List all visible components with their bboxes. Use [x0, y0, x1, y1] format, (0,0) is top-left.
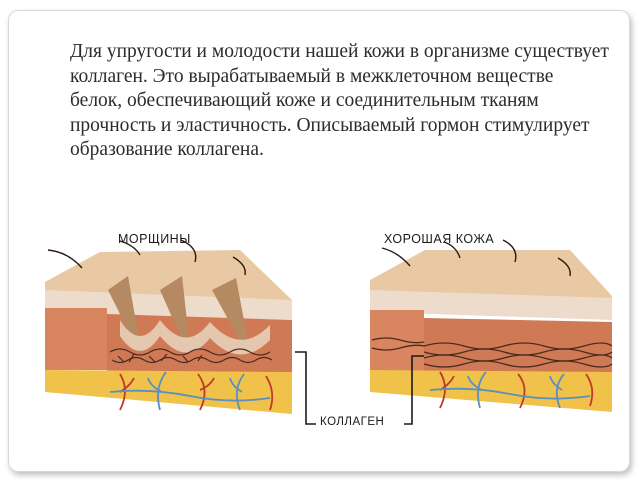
wrinkle-fold-1 [108, 276, 140, 346]
wrinkled-collagen-fibers [109, 348, 273, 364]
good-vessels [429, 371, 594, 409]
label-good-skin: ХОРОШАЯ КОЖА [384, 232, 495, 246]
skin-block-good [370, 239, 613, 412]
slide-body-text: Для упругости и молодости нашей кожи в о… [70, 41, 609, 160]
wrinkle-valley-shade [120, 320, 270, 355]
good-dermis-front [424, 318, 612, 372]
collagen-callout-line-right [404, 355, 424, 425]
good-hairs [381, 239, 571, 277]
wrinkle-fold-3 [212, 278, 250, 352]
label-wrinkles: МОРЩИНЫ [118, 232, 191, 246]
good-granular-layer [370, 290, 612, 320]
collagen-callout-line [295, 351, 316, 425]
good-epidermis-top [370, 250, 612, 304]
good-dermis-side [370, 310, 424, 372]
skin-block-wrinkles [45, 239, 292, 414]
wrinkled-dermis [45, 308, 107, 370]
label-collagen: КОЛЛАГЕН [320, 416, 385, 428]
wrinkled-hairs [47, 239, 246, 276]
wrinkled-vessels [109, 371, 274, 411]
wrinkle-fold-2 [160, 276, 190, 349]
good-collagen-fibers [371, 337, 613, 368]
